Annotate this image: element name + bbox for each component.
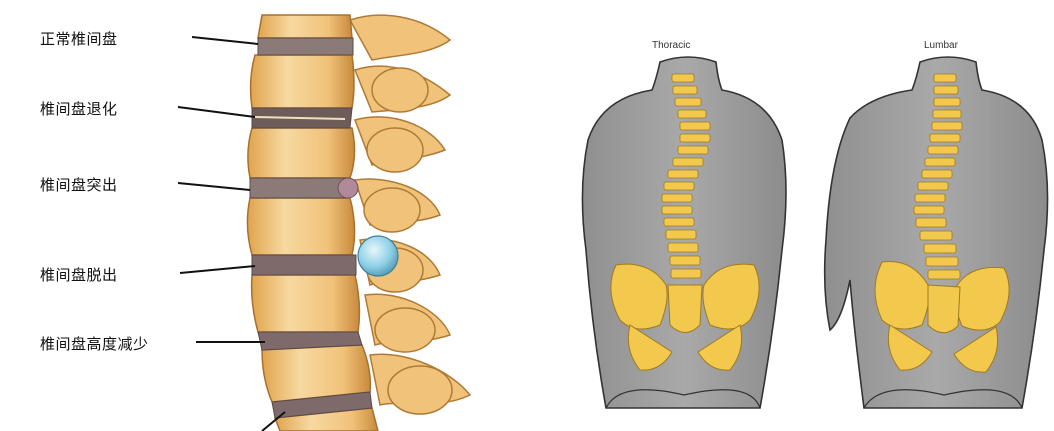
disc-protruded	[250, 178, 350, 198]
caption-thoracic: Thoracic	[652, 40, 690, 51]
caption-lumbar: Lumbar	[924, 40, 958, 51]
thoracic-figure	[582, 57, 786, 408]
lumbar-figure	[825, 57, 1048, 408]
herniation-bubble	[358, 236, 398, 276]
label-disc-protrusion: 椎间盘突出	[40, 174, 118, 195]
scoliosis-back-illustrations	[560, 0, 1054, 431]
posterior-processes	[350, 15, 470, 414]
label-normal-disc: 正常椎间盘	[40, 28, 118, 49]
label-disc-degeneration: 椎间盘退化	[40, 98, 118, 119]
label-disc-height-reduction: 椎间盘高度减少	[40, 333, 149, 354]
disc-normal	[258, 38, 353, 55]
label-disc-prolapse: 椎间盘脱出	[40, 264, 118, 285]
disc-prolapsed	[252, 255, 356, 275]
spine-side-illustration	[0, 0, 520, 431]
